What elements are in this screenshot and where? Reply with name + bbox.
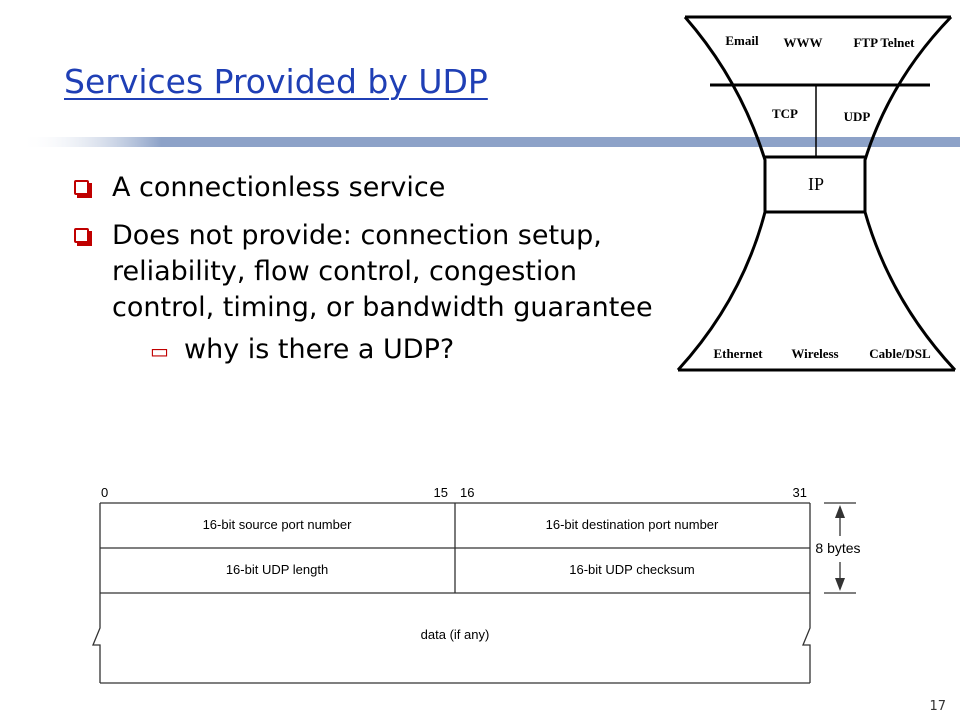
up-arrow-icon bbox=[835, 505, 845, 518]
left-boundary bbox=[92, 503, 101, 683]
bullet-text: A connectionless service bbox=[112, 172, 446, 203]
transport-label-udp: UDP bbox=[844, 109, 871, 124]
link-label-wireless: Wireless bbox=[791, 346, 838, 361]
link-label-ethernet: Ethernet bbox=[713, 346, 763, 361]
title-accent-bar bbox=[20, 137, 960, 147]
field-destination-port: 16-bit destination port number bbox=[546, 517, 719, 532]
bit-position-16: 16 bbox=[460, 485, 474, 500]
network-label-ip: IP bbox=[808, 174, 824, 194]
slide-title: Services Provided by UDP bbox=[64, 62, 488, 101]
app-label-www: WWW bbox=[784, 35, 823, 50]
hourglass-right-edge bbox=[863, 15, 957, 372]
page-number: 17 bbox=[929, 699, 946, 714]
transport-label-tcp: TCP bbox=[772, 106, 798, 121]
field-source-port: 16-bit source port number bbox=[203, 517, 353, 532]
bit-position-15: 15 bbox=[434, 485, 448, 500]
app-label-email: Email bbox=[725, 33, 759, 48]
size-label: 8 bytes bbox=[815, 540, 860, 556]
sub-bullet-icon: ▭ bbox=[150, 339, 169, 363]
bullet-text: Does not provide: connection setup, reli… bbox=[112, 220, 653, 323]
link-label-cable-dsl: Cable/DSL bbox=[869, 346, 931, 361]
right-boundary bbox=[802, 503, 811, 683]
bullet-item: Does not provide: connection setup, reli… bbox=[74, 218, 674, 368]
field-udp-length: 16-bit UDP length bbox=[226, 562, 328, 577]
bullet-list: A connectionless service Does not provid… bbox=[74, 170, 674, 380]
bit-position-31: 31 bbox=[793, 485, 807, 500]
field-data: data (if any) bbox=[421, 627, 490, 642]
bullet-item: A connectionless service bbox=[74, 170, 674, 206]
app-label-ftp-telnet: FTP Telnet bbox=[853, 35, 915, 50]
checkbox-bullet-icon bbox=[74, 228, 92, 246]
down-arrow-icon bbox=[835, 578, 845, 591]
sub-bullet-text: why is there a UDP? bbox=[184, 334, 455, 365]
sub-bullet-item: ▭ why is there a UDP? bbox=[150, 332, 674, 368]
checkbox-bullet-icon bbox=[74, 180, 92, 198]
field-udp-checksum: 16-bit UDP checksum bbox=[569, 562, 694, 577]
bit-position-0: 0 bbox=[101, 485, 108, 500]
